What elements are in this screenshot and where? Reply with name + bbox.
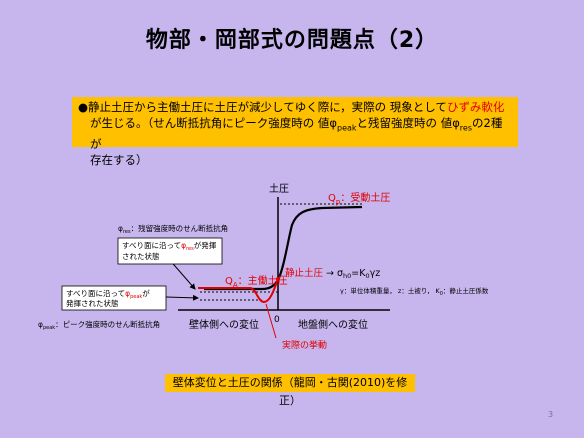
note-text-strain-softening: ひずみ軟化 (446, 100, 505, 114)
at-rest-label: 静止土圧→ σh0=K0γz (285, 267, 380, 280)
at-rest-point (276, 277, 280, 281)
actual-behavior-pointer (265, 303, 277, 339)
res-box-line-1: すべり面に沿ってφresが発揮 (122, 240, 217, 252)
res-box-line-2: された状態 (122, 251, 160, 261)
note-text-2b: と残留強度時の 値φ (356, 116, 460, 130)
note-text-2a: が生じる。（せん断抵抗角にピーク強度時の 値φ (90, 116, 337, 130)
peak-box-line-1: すべり面に沿ってφpeakが (66, 288, 150, 300)
note-text-1a: 静止土圧から主働土圧に土圧が減少してゆく際に，実際の 現象として (88, 100, 447, 114)
active-label: QA：主働土圧 (225, 274, 288, 289)
note-sub-peak: peak (337, 123, 357, 133)
symbol-legend: γ：単位体積重量， z：土被り， K0：静止土圧係数 (340, 286, 489, 297)
phi-peak-definition: φpeak：ピーク強度時のせん断抵抗角 (38, 319, 160, 331)
note-line-2: が生じる。（せん断抵抗角にピーク強度時の 値φpeakと残留強度時の 値φres… (78, 115, 512, 152)
x-zero-label: 0 (274, 315, 280, 325)
bullet: ● (78, 100, 89, 114)
note-sub-res: res (459, 123, 472, 133)
actual-behavior-curve (198, 278, 279, 304)
peak-box-line-2: 発揮された状態 (66, 298, 119, 308)
phi-res-definition: φres：残留強度時のせん断抵抗角 (118, 223, 228, 235)
note-line-1: ●静止土圧から主働土圧に土圧が減少してゆく際に，実際の 現象としてひずみ軟化 (78, 99, 512, 115)
passive-label: Qp：受動土圧 (328, 191, 390, 206)
figure-caption: 壁体変位と土圧の関係（龍岡・古関(2010)を修正） (165, 374, 415, 407)
page-number: 3 (548, 410, 554, 419)
y-axis-label: 土圧 (269, 182, 289, 195)
actual-behavior-label: 実際の挙動 (282, 339, 327, 351)
note-line-3: 存在する） (90, 153, 148, 168)
slide-title: 物部・岡部式の問題点（2） (145, 28, 439, 53)
note-text-2c: の2種が (90, 116, 503, 152)
x-right-label: 地盤側への変位 (298, 318, 368, 331)
x-left-label: 壁体側への変位 (189, 318, 259, 331)
peak-state-box (61, 285, 167, 311)
note-box: ●静止土圧から主働土圧に土圧が減少してゆく際に，実際の 現象としてひずみ軟化 が… (72, 97, 518, 167)
peak-box-arrow (165, 294, 199, 301)
pressure-curve (204, 205, 363, 291)
res-state-box (117, 237, 223, 265)
